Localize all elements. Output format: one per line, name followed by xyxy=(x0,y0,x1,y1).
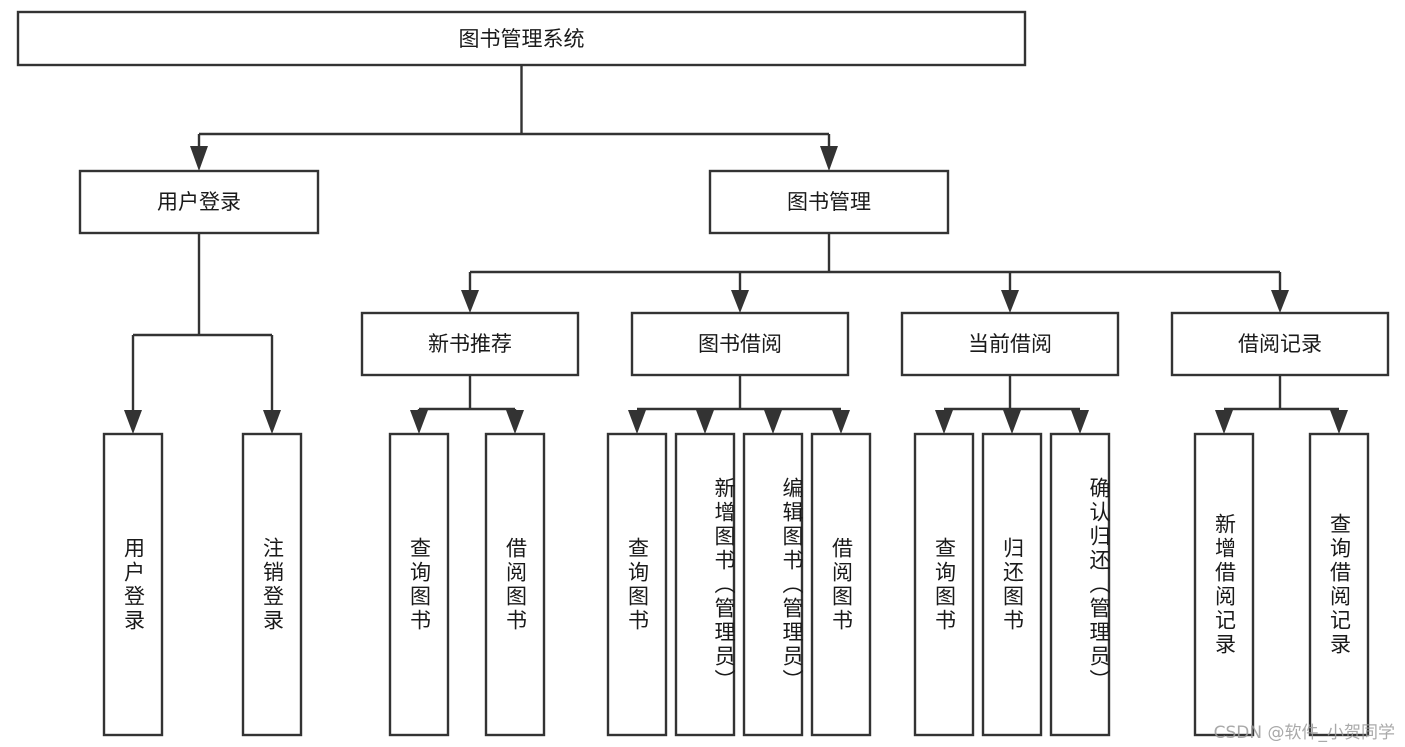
node-box-leaf-borrow-book-rec[interactable] xyxy=(484,432,546,737)
arrow-head-leaf-user-login xyxy=(124,410,142,434)
node-box-book-manage[interactable] xyxy=(708,169,950,235)
arrow-head-leaf-query-book-cur xyxy=(935,410,953,434)
arrow-head-leaf-borrow-book xyxy=(832,410,850,434)
arrow-head-leaf-add-record xyxy=(1215,410,1233,434)
node-label-borrow-record: 借阅记录 xyxy=(1238,332,1322,356)
arrow-head-leaf-query-book-borrow xyxy=(628,410,646,434)
node-box-current-borrow[interactable] xyxy=(900,311,1120,377)
node-label-current-borrow: 当前借阅 xyxy=(968,332,1052,356)
connector-group-current-borrow xyxy=(935,375,1089,434)
node-book-manage[interactable]: 图书管理 xyxy=(708,169,950,235)
connector-group-new-book-rec xyxy=(410,375,524,434)
node-box-leaf-borrow-book[interactable] xyxy=(810,432,872,737)
node-new-book-rec[interactable]: 新书推荐 xyxy=(360,311,580,377)
arrow-head-leaf-confirm-return xyxy=(1071,410,1089,434)
node-box-leaf-user-login[interactable] xyxy=(102,432,164,737)
node-box-leaf-user-logout[interactable] xyxy=(241,432,303,737)
arrow-head-new-book-rec xyxy=(461,290,479,313)
node-box-leaf-query-record[interactable] xyxy=(1308,432,1370,737)
node-box-book-borrow[interactable] xyxy=(630,311,850,377)
arrow-head-leaf-edit-book xyxy=(764,410,782,434)
arrow-head-current-borrow xyxy=(1001,290,1019,313)
node-label-user-login: 用户登录 xyxy=(157,190,241,214)
node-label-new-book-rec: 新书推荐 xyxy=(428,332,512,356)
connector-group-borrow-record xyxy=(1215,375,1348,434)
leaf-boxes xyxy=(102,432,1370,737)
connector-group-book-borrow xyxy=(628,375,850,434)
node-label-book-borrow: 图书借阅 xyxy=(698,332,782,356)
arrow-head-leaf-return-book xyxy=(1003,410,1021,434)
connector-group-book-manage xyxy=(461,233,1289,313)
node-box-new-book-rec[interactable] xyxy=(360,311,580,377)
node-box-leaf-query-book-rec[interactable] xyxy=(388,432,450,737)
node-current-borrow[interactable]: 当前借阅 xyxy=(900,311,1120,377)
node-root[interactable]: 图书管理系统 xyxy=(16,10,1027,67)
node-box-root[interactable] xyxy=(16,10,1027,67)
node-box-leaf-query-book-borrow[interactable] xyxy=(606,432,668,737)
node-borrow-record[interactable]: 借阅记录 xyxy=(1170,311,1390,377)
node-box-user-login[interactable] xyxy=(78,169,320,235)
node-box-borrow-record[interactable] xyxy=(1170,311,1390,377)
node-user-login[interactable]: 用户登录 xyxy=(78,169,320,235)
node-box-leaf-return-book[interactable] xyxy=(981,432,1043,737)
arrow-head-leaf-add-book xyxy=(696,410,714,434)
arrow-head-leaf-borrow-book-rec xyxy=(506,410,524,434)
arrow-head-leaf-query-book-rec xyxy=(410,410,428,434)
node-box-leaf-add-record[interactable] xyxy=(1193,432,1255,737)
node-box-leaf-confirm-return[interactable] xyxy=(1049,432,1111,737)
arrow-head-leaf-user-logout xyxy=(263,410,281,434)
arrow-head-book-borrow xyxy=(731,290,749,313)
node-label-book-manage: 图书管理 xyxy=(787,190,871,214)
node-label-root: 图书管理系统 xyxy=(459,27,585,51)
connector-group-root xyxy=(190,65,838,171)
watermark-text: CSDN @软件_小贺同学 xyxy=(1213,723,1395,743)
arrow-head-leaf-query-record xyxy=(1330,410,1348,434)
arrow-head-borrow-record xyxy=(1271,290,1289,313)
arrow-head-book-manage xyxy=(820,146,838,171)
node-box-leaf-query-book-cur[interactable] xyxy=(913,432,975,737)
arrow-head-user-login xyxy=(190,146,208,171)
node-box-leaf-add-book[interactable] xyxy=(674,432,736,737)
node-box-leaf-edit-book[interactable] xyxy=(742,432,804,737)
connector-group-user-login xyxy=(124,233,281,434)
node-book-borrow[interactable]: 图书借阅 xyxy=(630,311,850,377)
